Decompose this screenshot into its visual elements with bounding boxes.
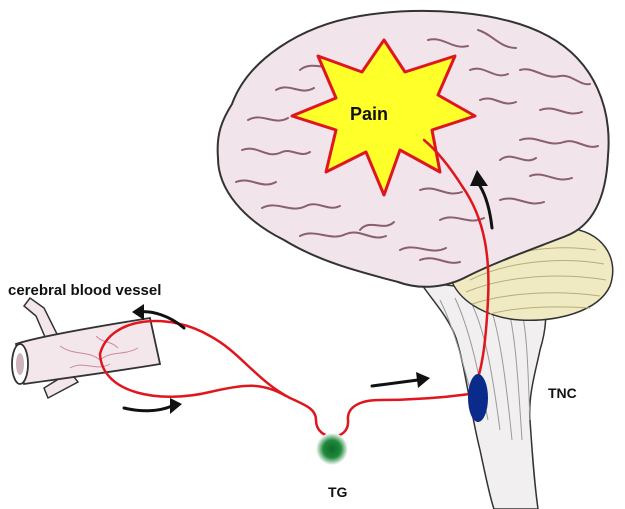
arrow-curved-down-right-icon xyxy=(124,398,182,414)
label-tnc: TNC xyxy=(548,385,577,401)
tg-ganglion xyxy=(316,433,348,465)
tnc-nucleus xyxy=(468,374,488,422)
vessel-main xyxy=(16,318,160,384)
label-pain: Pain xyxy=(350,104,388,125)
arrow-right-icon xyxy=(372,372,430,388)
label-tg: TG xyxy=(328,484,347,500)
label-cerebral-blood-vessel: cerebral blood vessel xyxy=(8,282,161,299)
